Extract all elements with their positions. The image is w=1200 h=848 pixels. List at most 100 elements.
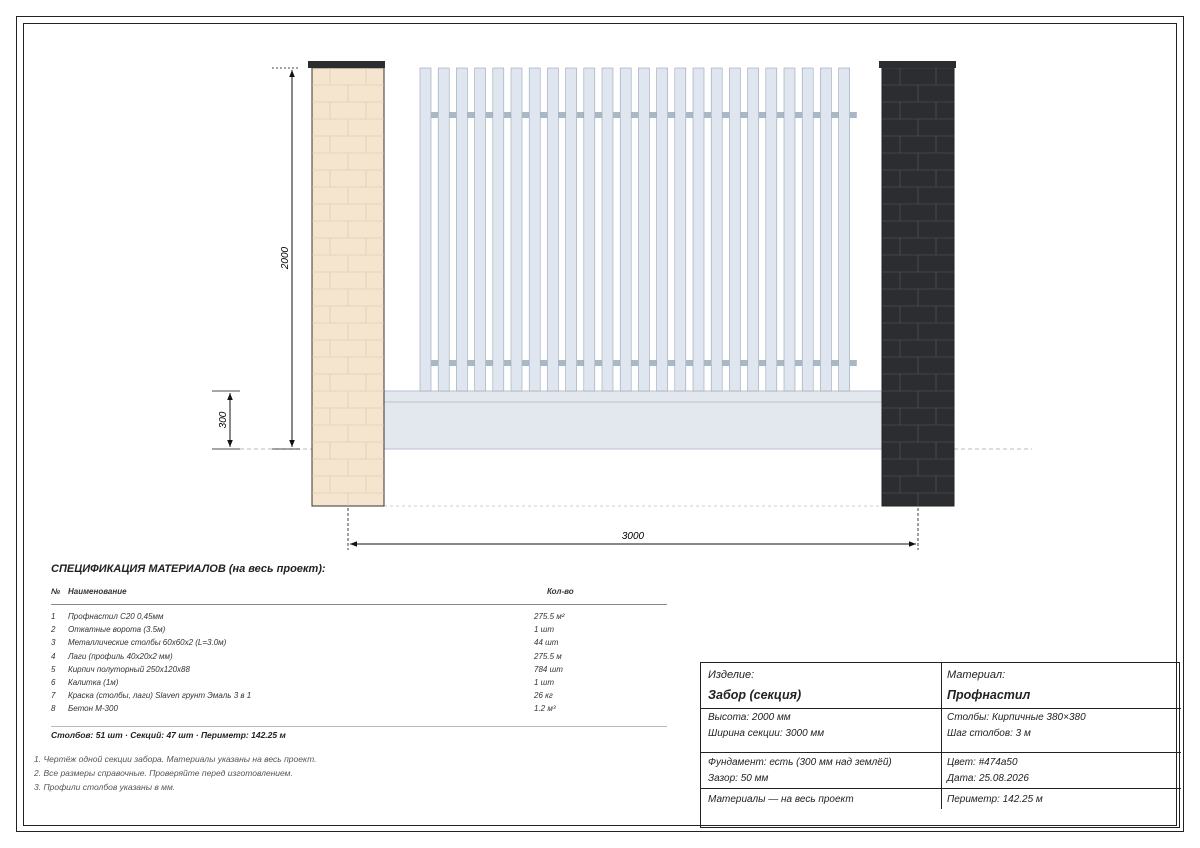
lag-segment xyxy=(776,112,784,118)
lag-segment xyxy=(540,112,548,118)
tb-materials-note: Материалы — на весь проект xyxy=(708,794,854,805)
spec-title: СПЕЦИФИКАЦИЯ МАТЕРИАЛОВ (на весь проект)… xyxy=(51,563,326,575)
lag-segment xyxy=(685,360,693,366)
lag-segment xyxy=(685,112,693,118)
left-pillar-cap xyxy=(308,61,385,68)
spec-bottom-divider xyxy=(51,726,667,727)
spec-row-num: 8 xyxy=(51,704,56,714)
spec-summary: Столбов: 51 шт · Секций: 47 шт · Перимет… xyxy=(51,730,286,740)
spec-row-name: Бетон М-300 xyxy=(68,704,118,714)
lag-segment xyxy=(431,360,439,366)
lag-segment xyxy=(613,360,621,366)
picket xyxy=(492,67,505,392)
picket xyxy=(619,67,632,392)
lag-segment xyxy=(522,112,530,118)
lag-segment xyxy=(740,112,748,118)
picket xyxy=(583,67,596,392)
spec-row-name: Краска (столбы, лаги) Slaven грунт Эмаль… xyxy=(68,691,252,701)
right-pillar-bricks xyxy=(882,67,954,506)
spec-row-num: 3 xyxy=(51,638,56,648)
spec-row-qty: 275.5 м xyxy=(534,651,562,661)
dim-width-label: 3000 xyxy=(622,531,645,542)
lag-segment xyxy=(831,360,839,366)
lag-segment xyxy=(594,360,602,366)
lag-segment xyxy=(776,360,784,366)
spec-row-name: Откатные ворота (3.5м) xyxy=(68,625,166,635)
lag-segment xyxy=(722,360,730,366)
spec-header-divider xyxy=(51,604,667,605)
spec-row-num: 5 xyxy=(51,664,56,674)
spec-row-name: Калитка (1м) xyxy=(68,678,119,687)
picket xyxy=(801,67,814,392)
lag-segment xyxy=(594,112,602,118)
lag-segment xyxy=(849,360,857,366)
tb-divider-2 xyxy=(701,752,1181,753)
lag-segment xyxy=(485,112,493,118)
tb-product-value: Забор (секция) xyxy=(708,688,802,702)
profnastil-pickets xyxy=(419,67,857,392)
tb-gap: Зазор: 50 мм xyxy=(708,773,769,784)
spec-header-qty: Кол-во xyxy=(547,587,574,596)
picket xyxy=(729,67,741,392)
picket xyxy=(510,67,523,392)
tb-material-value: Профнастил xyxy=(947,688,1031,702)
lag-segment xyxy=(449,360,457,366)
tb-perimeter: Периметр: 142.25 м xyxy=(947,794,1043,805)
tb-product-label: Изделие: xyxy=(708,669,755,681)
lag-segment xyxy=(503,112,511,118)
lag-segment xyxy=(704,360,712,366)
tb-divider-3 xyxy=(701,788,1181,789)
picket xyxy=(601,67,614,392)
picket xyxy=(820,67,832,392)
lag-segment xyxy=(558,112,566,118)
spec-row-name: Профнастил С20 0,45мм xyxy=(68,612,164,621)
picket xyxy=(528,67,541,392)
lag-segment xyxy=(740,360,748,366)
tb-width: Ширина секции: 3000 мм xyxy=(708,728,825,739)
spec-row-name: Лаги (профиль 40х20х2 мм) xyxy=(68,651,173,661)
spec-header-name: Наименование xyxy=(68,587,127,596)
title-block: Изделие: Забор (секция) Материал: Профна… xyxy=(700,662,1181,828)
picket xyxy=(456,67,468,392)
tb-height: Высота: 2000 мм xyxy=(708,712,791,723)
spec-row-name: Металлические столбы 60х60х2 (L=3.0м) xyxy=(68,638,227,648)
lag-segment xyxy=(813,360,821,366)
lag-segment xyxy=(467,112,475,118)
lag-segment xyxy=(758,112,766,118)
spec-row-qty: 26 кг xyxy=(534,691,553,701)
tb-divider-1 xyxy=(701,708,1181,709)
spec-row-qty: 1 шт xyxy=(534,625,554,635)
lag-segment xyxy=(722,112,730,118)
picket xyxy=(783,67,796,392)
lag-segment xyxy=(631,112,639,118)
lag-segment xyxy=(431,112,439,118)
tb-material-label: Материал: xyxy=(947,669,1006,681)
foundation xyxy=(383,390,883,450)
lag-segment xyxy=(576,112,584,118)
tb-color: Цвет: #474a50 xyxy=(947,757,1018,768)
spec-row-num: 1 xyxy=(51,612,56,621)
tb-posts: Столбы: Кирпичные 380×380 xyxy=(947,712,1086,723)
lag-segment xyxy=(849,112,857,118)
lag-segment xyxy=(558,360,566,366)
lag-segment xyxy=(831,112,839,118)
lag-segment xyxy=(795,112,803,118)
lag-segment xyxy=(704,112,712,118)
tb-divider-vertical xyxy=(941,663,942,809)
note-2: 2. Все размеры справочные. Проверяйте пе… xyxy=(34,768,293,778)
lag-segment xyxy=(631,360,639,366)
fence-drawing: 2000 300 3000 xyxy=(212,61,1032,550)
lag-segment xyxy=(576,360,584,366)
lag-segment xyxy=(813,112,821,118)
lag-segment xyxy=(485,360,493,366)
picket xyxy=(674,67,687,392)
note-3: 3. Профили столбов указаны в мм. xyxy=(34,782,176,792)
picket xyxy=(692,67,705,392)
picket xyxy=(710,67,723,392)
picket xyxy=(638,67,650,392)
tb-post-step: Шаг столбов: 3 м xyxy=(947,728,1031,739)
lag-segment xyxy=(667,112,675,118)
tb-foundation: Фундамент: есть (300 мм над землёй) xyxy=(708,757,892,768)
spec-row-num: 7 xyxy=(51,691,56,701)
spec-row-qty: 1.2 м³ xyxy=(534,704,556,714)
